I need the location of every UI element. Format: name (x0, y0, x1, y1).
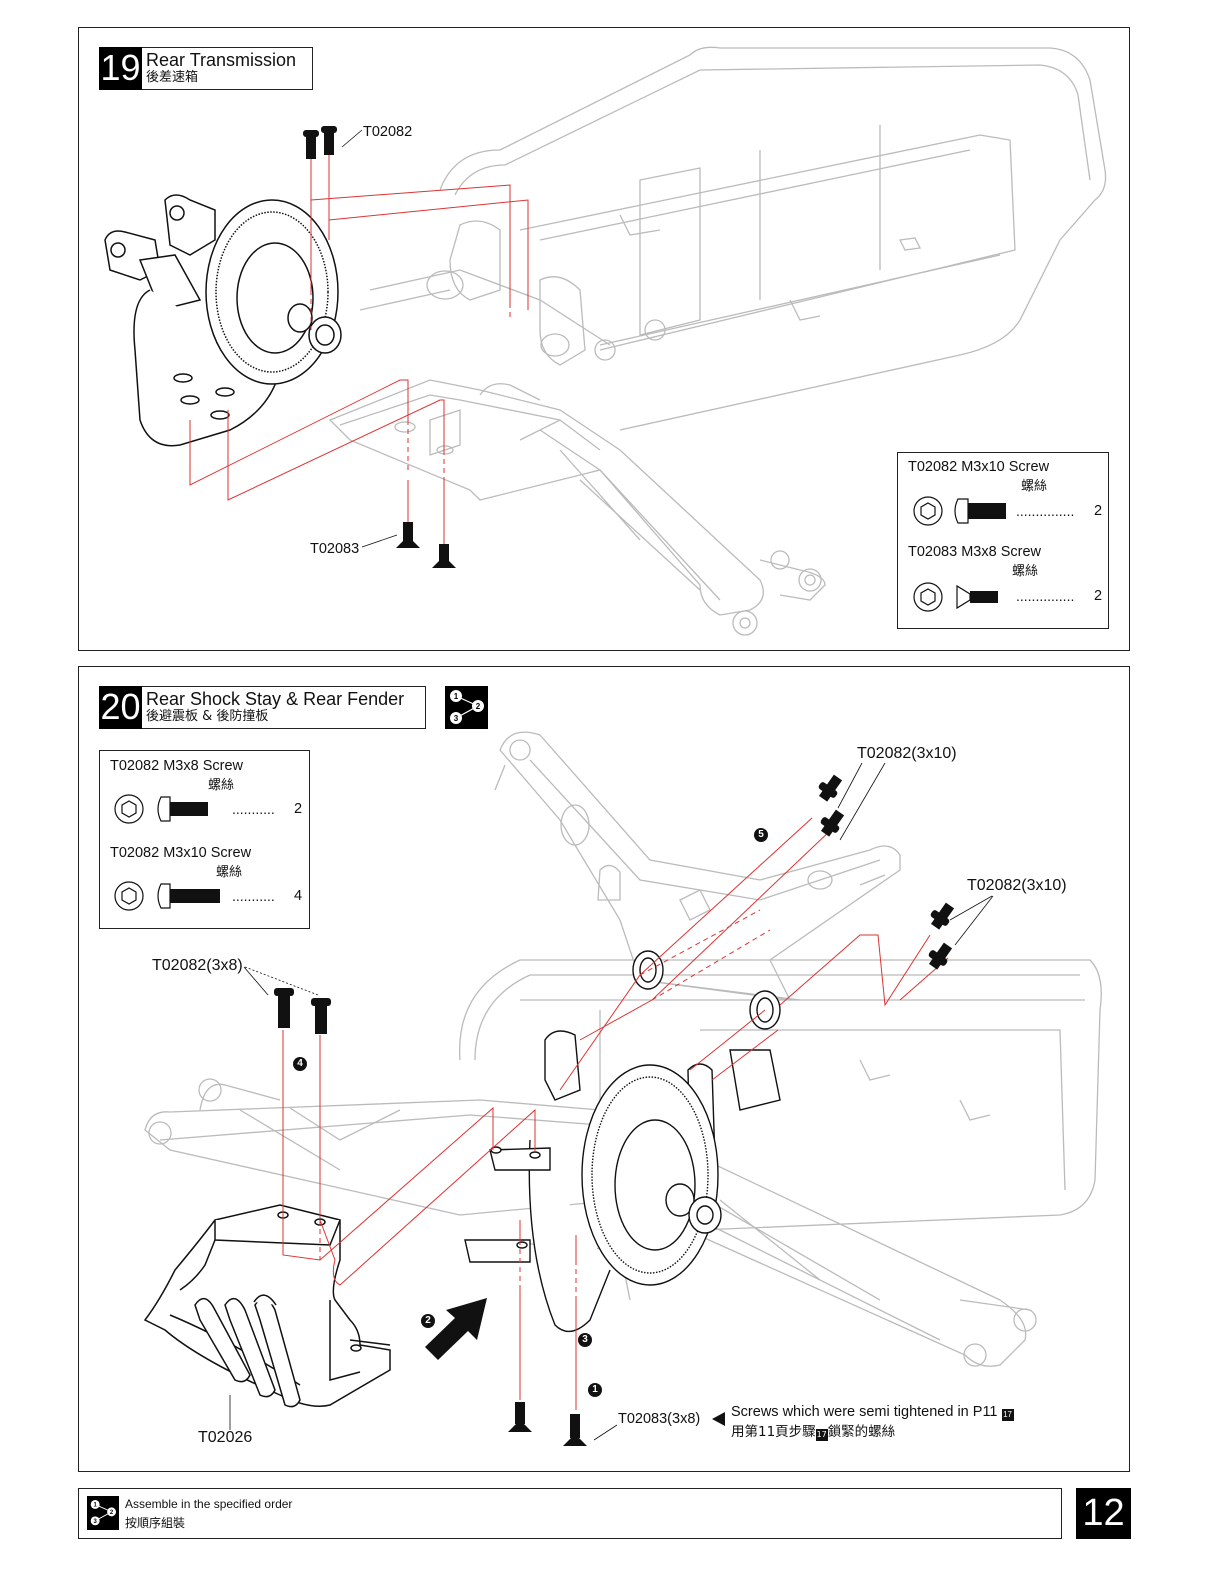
step-19-title-zh: 後差速箱 (146, 70, 199, 85)
step-19-diagram (104, 46, 1107, 636)
step-ref-badge-zh: 17 (815, 1429, 828, 1441)
legend-order-icon: 1 2 3 (87, 1496, 119, 1530)
step-20-panel (78, 666, 1130, 1472)
step-20-callout-fender: T02026 (198, 1429, 253, 1446)
step-ref-badge: 17 (1001, 1409, 1014, 1421)
step-19-parts-box (897, 452, 1109, 629)
step-19-title-en: Rear Transmission (146, 50, 297, 70)
legend-zh: 按順序組裝 (125, 1516, 186, 1530)
step-20-note-zh: 用第11頁步驟17鎖緊的螺絲 (731, 1420, 895, 1441)
step-19-part-2-dots: ............... (1016, 588, 1075, 604)
order-badge-2: 2 (421, 1314, 435, 1328)
step-19-number: 19 (99, 47, 142, 90)
step-20-callout-upper-right-2: T02082(3x10) (967, 877, 1067, 894)
order-badge-5: 5 (754, 828, 768, 842)
page-number: 12 (1076, 1488, 1131, 1539)
step-19-part-2-qty: 2 (1094, 588, 1103, 604)
legend-order-svg: 1 2 3 (90, 1499, 117, 1526)
step-20-part-1-zh: 螺絲 (208, 778, 235, 793)
legend-en: Assemble in the specified order (125, 1497, 293, 1511)
step-20-part-2-code: T02082 M3x10 Screw (110, 845, 252, 861)
step-20-number: 20 (99, 686, 142, 729)
step-20-callout-left: T02082(3x8) (152, 957, 243, 974)
order-badge-3: 3 (578, 1333, 592, 1347)
step-20-part-2-zh: 螺絲 (216, 865, 243, 880)
step-19-part-1-qty: 2 (1094, 503, 1103, 519)
step-20-title-zh: 後避震板 & 後防撞板 (146, 709, 269, 724)
step-19-parts-icons (913, 496, 1006, 612)
step-20-note-en-text: Screws which were semi tightened in P11 (731, 1404, 998, 1420)
step-19-title: Rear Transmission 後差速箱 (142, 47, 313, 90)
step-19-callout-top: T02082 (363, 124, 413, 140)
step-20-note-zh-a: 用第11頁步驟 (731, 1424, 816, 1440)
order-badge-4: 4 (293, 1057, 307, 1071)
order-badge-1: 1 (588, 1383, 602, 1397)
legend-box (78, 1488, 1062, 1539)
assemble-order-icon: 1 2 3 (445, 686, 488, 729)
step-19-panel (78, 27, 1130, 651)
step-19-callout-bottom: T02083 (310, 541, 360, 557)
svg-text:2: 2 (476, 702, 481, 711)
step-20-callout-bottom: T02083(3x8) (618, 1411, 701, 1427)
step-19-part-1-dots: ............... (1016, 503, 1075, 519)
step-20-note-zh-b: 鎖緊的螺絲 (827, 1424, 896, 1440)
step-20-title: Rear Shock Stay & Rear Fender 後避震板 & 後防撞… (142, 686, 426, 729)
step-20-part-1-code: T02082 M3x8 Screw (110, 758, 243, 774)
step-20-part-2-dots: ........... (232, 888, 275, 904)
svg-text:3: 3 (94, 1519, 98, 1525)
order-icon-svg: 1 2 3 (450, 690, 484, 724)
svg-text:2: 2 (110, 1510, 114, 1516)
step-20-part-1-qty: 2 (294, 801, 303, 817)
svg-text:3: 3 (454, 714, 459, 723)
step-20-title-en: Rear Shock Stay & Rear Fender (146, 689, 405, 709)
step-20-note-en: Screws which were semi tightened in P11 … (731, 1404, 1014, 1421)
step-19-part-1-zh: 螺絲 (1021, 479, 1048, 494)
step-19-part-1-code: T02082 M3x10 Screw (908, 459, 1050, 475)
step-20-part-1-dots: ........... (232, 801, 275, 817)
step-20-part-2-qty: 4 (294, 888, 303, 904)
svg-text:1: 1 (94, 1503, 98, 1509)
svg-text:1: 1 (454, 692, 459, 701)
step-19-part-2-code: T02083 M3x8 Screw (908, 544, 1041, 560)
step-19-part-2-zh: 螺絲 (1012, 564, 1039, 579)
step-20-callout-upper-right-1: T02082(3x10) (857, 745, 957, 762)
